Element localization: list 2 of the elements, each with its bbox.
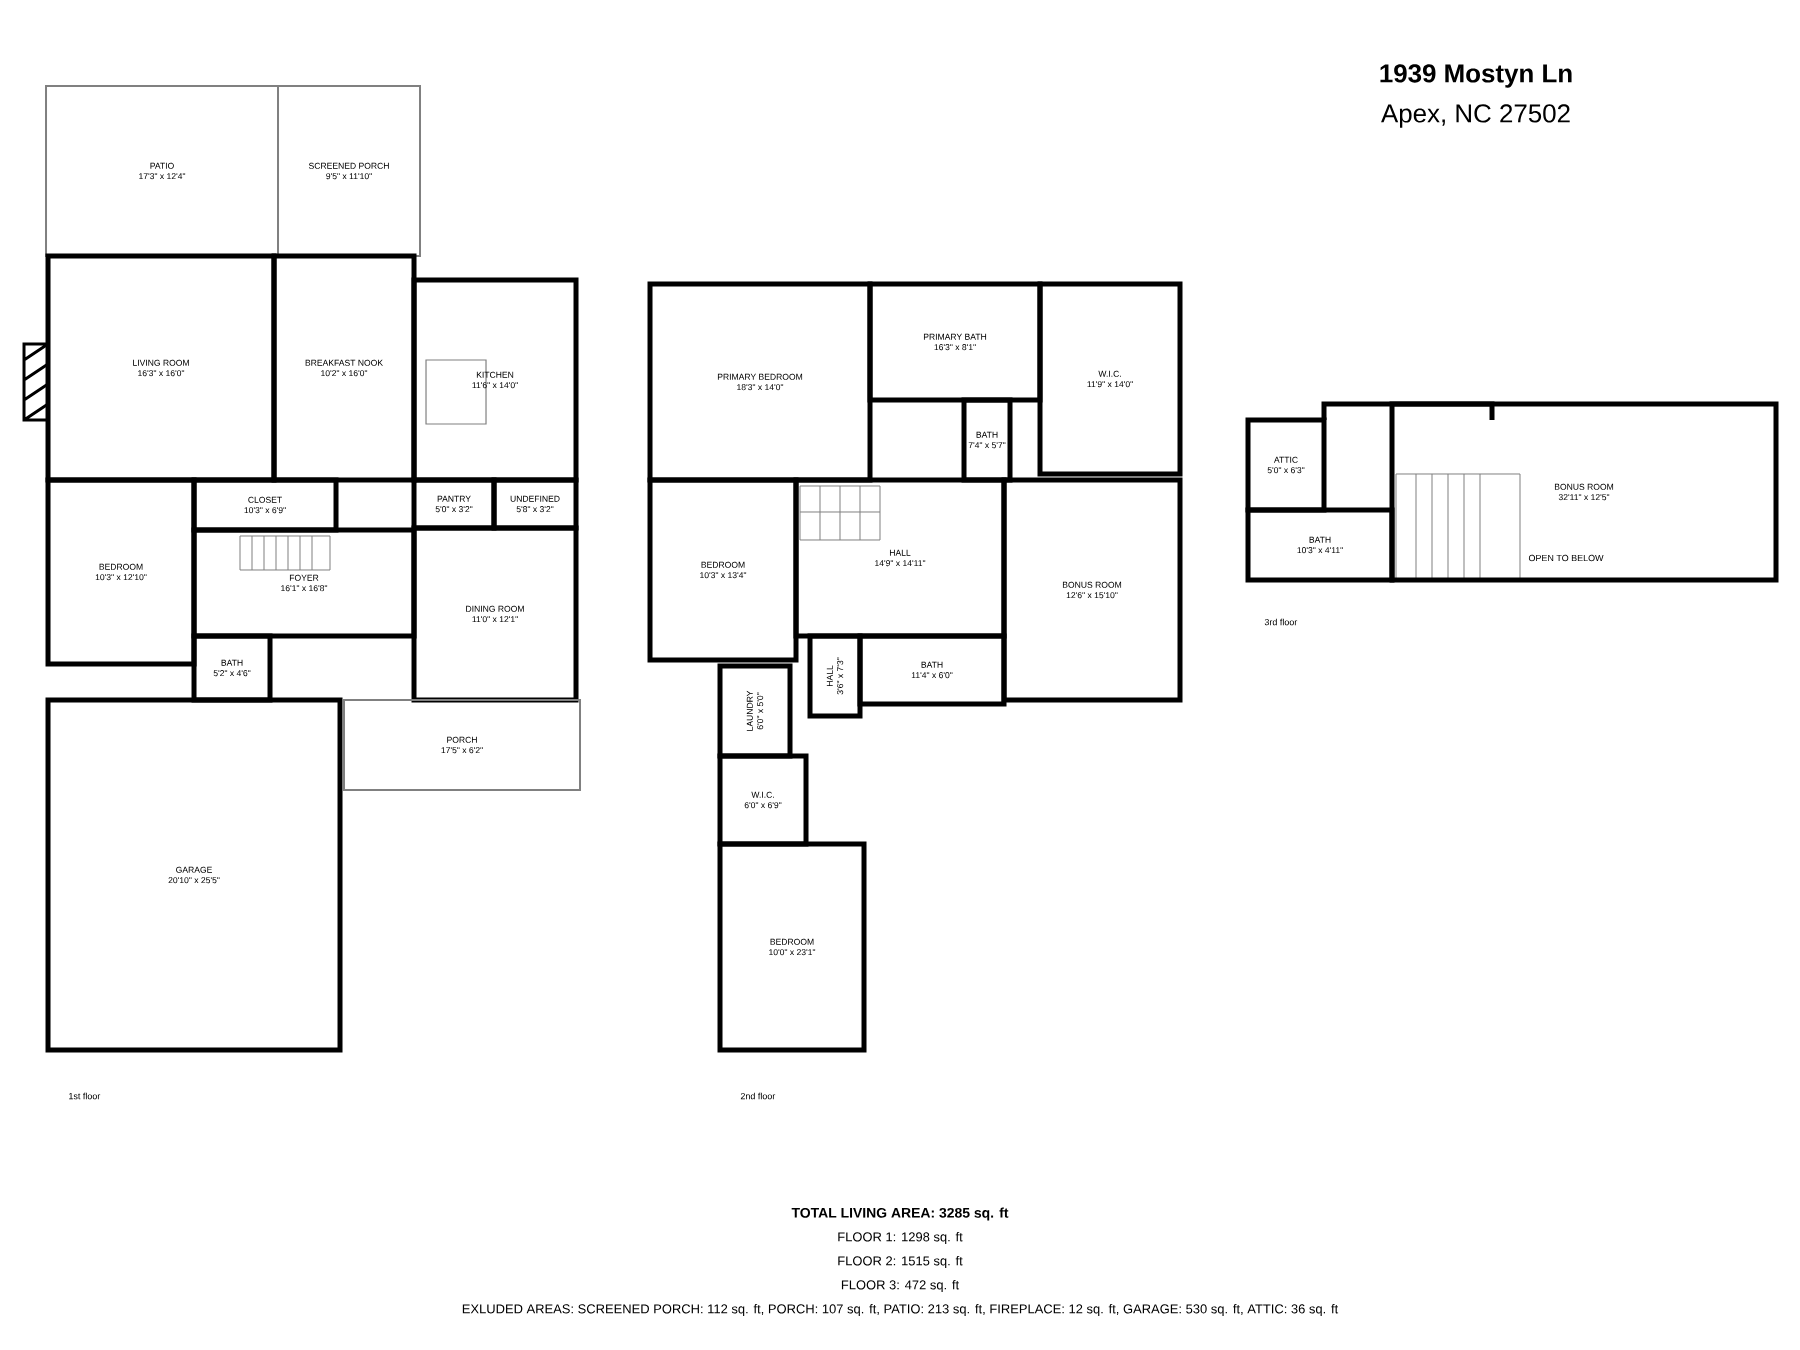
title: 1939 Mostyn Ln [1380, 64, 1572, 88]
address-text: Apex, NC 27502 [1381, 104, 1570, 128]
